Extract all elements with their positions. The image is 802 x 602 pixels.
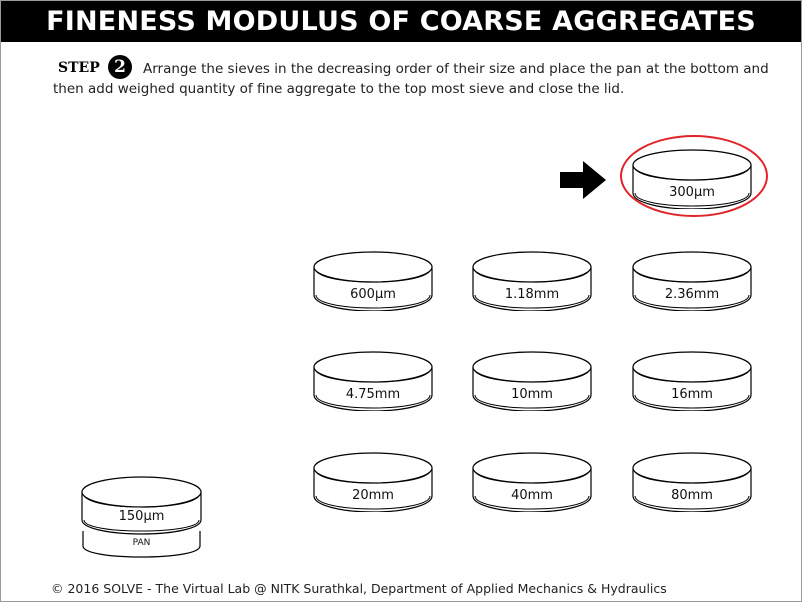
sieve-label: 20mm [352, 488, 394, 503]
sieve-20mm[interactable]: 20mm [313, 452, 433, 512]
highlight-ring [620, 135, 768, 217]
sieve-16mm[interactable]: 16mm [632, 351, 752, 411]
sieve-label: 300µm [669, 185, 715, 200]
sieve-40mm[interactable]: 40mm [472, 452, 592, 512]
step-label: STEP [58, 60, 100, 76]
copyright-footer: © 2016 SOLVE - The Virtual Lab @ NITK Su… [51, 581, 667, 596]
sieve-label: 2.36mm [664, 287, 720, 302]
sieve-label: 4.75mm [345, 387, 401, 402]
sieve-10mm[interactable]: 10mm [472, 351, 592, 411]
sieve-2-36mm[interactable]: 2.36mm [632, 251, 752, 311]
sieve-1-18mm[interactable]: 1.18mm [472, 251, 592, 311]
sieve-600um[interactable]: 600µm [313, 251, 433, 311]
sieve-pan-stack[interactable]: 150µm PAN [81, 476, 202, 558]
stack-sieve-label: 150µm [118, 509, 165, 524]
page-title: FINENESS MODULUS OF COARSE AGGREGATES [1, 1, 801, 42]
sieve-4-75mm[interactable]: 4.75mm [313, 351, 433, 411]
pan-label: PAN [132, 538, 151, 548]
sieve-label: 16mm [671, 387, 713, 402]
sieve-label: 1.18mm [504, 287, 560, 302]
sieve-label: 600µm [350, 287, 396, 302]
sieve-label: 40mm [511, 488, 553, 503]
sieve-300um[interactable]: 300µm [632, 149, 752, 209]
sieve-label: 80mm [671, 488, 713, 503]
sieve-80mm[interactable]: 80mm [632, 452, 752, 512]
instruction-line-2: then add weighed quantity of fine aggreg… [53, 81, 625, 97]
sieve-label: 10mm [511, 387, 553, 402]
step-number-badge: 2 [108, 55, 132, 79]
right-arrow-icon [560, 161, 606, 199]
instruction-line-1: Arrange the sieves in the decreasing ord… [143, 61, 769, 77]
